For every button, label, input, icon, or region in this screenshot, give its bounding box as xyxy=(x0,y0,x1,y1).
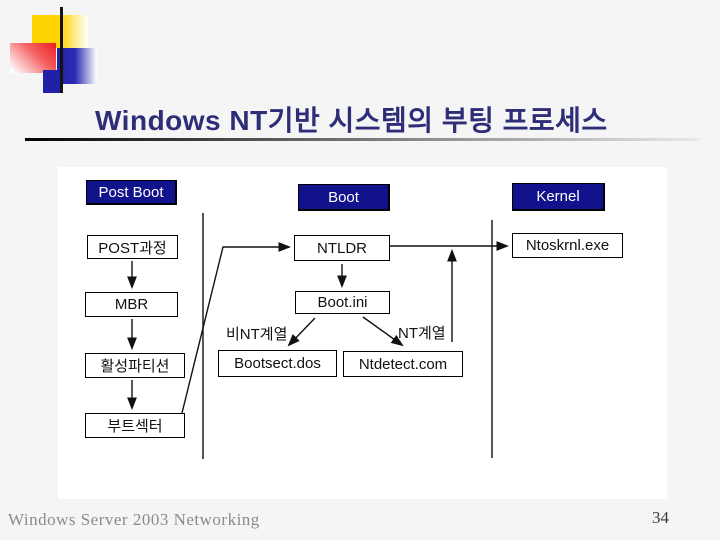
logo-vertical-line xyxy=(60,7,63,93)
logo-blue-square xyxy=(57,48,97,84)
arrow-bootini-to-bootsectdos xyxy=(287,317,316,347)
node-boot-ini: Boot.ini xyxy=(295,291,390,314)
edge-label-nt: NT계열 xyxy=(398,325,446,342)
logo-blue-small-square xyxy=(43,70,62,93)
phase-header-boot: Boot xyxy=(298,184,390,211)
logo-decoration xyxy=(0,0,110,100)
title-underline xyxy=(25,138,700,141)
arrow-bootini-to-ntdetect xyxy=(362,316,404,347)
footer-text: Windows Server 2003 Networking xyxy=(8,510,260,529)
phase-header-kernel: Kernel xyxy=(512,183,605,211)
node-ntdetect: Ntdetect.com xyxy=(343,351,463,377)
node-bootsect-dos: Bootsect.dos xyxy=(218,350,337,377)
page-number: 34 xyxy=(652,508,669,527)
node-post-process: POST과정 xyxy=(87,235,178,259)
logo-red-square xyxy=(10,43,56,73)
diagram-panel xyxy=(58,167,667,499)
node-boot-sector: 부트섹터 xyxy=(85,413,185,438)
edge-label-non-nt: 비NT계열 xyxy=(226,326,288,343)
node-active-partition: 활성파티션 xyxy=(85,353,185,378)
node-ntldr: NTLDR xyxy=(294,235,390,261)
phase-header-post-boot: Post Boot xyxy=(86,180,177,205)
arrow-bootsector-to-ntldr xyxy=(181,242,292,414)
node-mbr: MBR xyxy=(85,292,178,317)
node-ntoskrnl: Ntoskrnl.exe xyxy=(512,233,623,258)
slide-title: Windows NT기반 시스템의 부팅 프로세스 xyxy=(95,105,608,136)
